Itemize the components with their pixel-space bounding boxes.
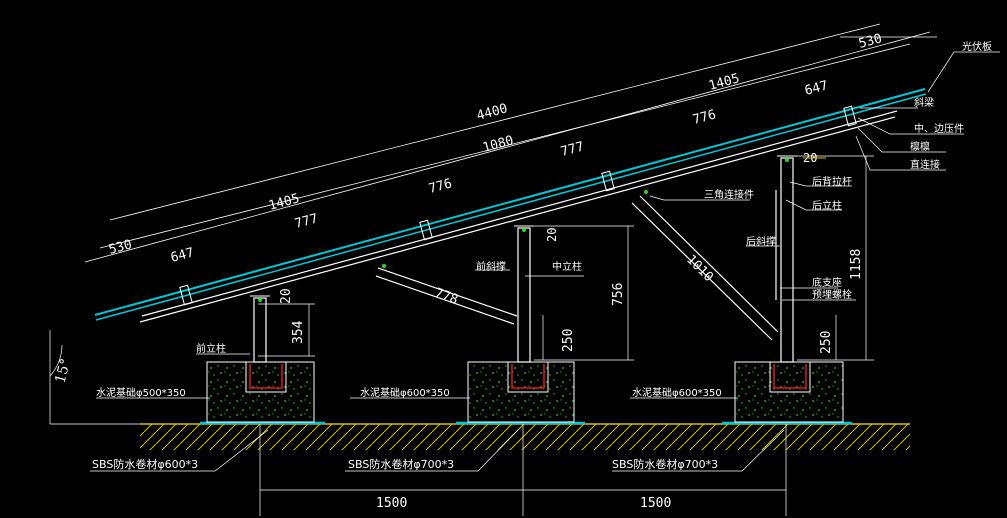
dim-top-530: 530	[857, 31, 884, 52]
label-rear-diag: 后斜撑	[746, 235, 776, 248]
dimension-lines	[49, 36, 937, 516]
dim-r1-776b: 776	[691, 107, 718, 128]
label-purlin2: 檩檩	[910, 140, 930, 153]
label-rear-post: 后立柱	[812, 199, 842, 212]
angle-label: 15°	[52, 357, 74, 385]
dim-250-back: 250	[819, 331, 834, 354]
dim-top-647: 647	[803, 78, 830, 99]
label-found-front: 水泥基础φ500*350	[96, 386, 186, 399]
dim-left-647: 647	[169, 245, 196, 266]
label-sbs-back: SBS防水卷材φ700*3	[612, 457, 718, 471]
label-sbs-front: SBS防水卷材φ600*3	[92, 457, 198, 471]
clamps	[179, 105, 857, 306]
dim-r1-1405: 1405	[267, 191, 301, 214]
label-base-support: 底支座	[812, 276, 842, 289]
label-front-post: 前立柱	[196, 342, 226, 355]
dim-total-4400: 4400	[475, 101, 509, 124]
dim-r1-1080: 1080	[481, 133, 515, 156]
dim-250-mid: 250	[561, 329, 576, 352]
label-tri-connector: 三角连接件	[704, 188, 754, 201]
panel-assembly	[84, 23, 931, 323]
dim-span-2: 1500	[640, 496, 671, 511]
rear-brace	[639, 195, 779, 333]
mid-post	[517, 227, 531, 363]
ground	[140, 421, 910, 450]
label-rear-brace: 后背拉杆	[812, 175, 852, 188]
rear-post	[780, 157, 794, 363]
connector-nodes	[258, 158, 789, 302]
dim-778: 778	[433, 286, 460, 308]
label-front-diag: 前斜撑	[476, 260, 506, 273]
pv-panel-line	[94, 88, 926, 316]
front-brace	[377, 267, 518, 317]
label-sbs-mid: SBS防水卷材φ700*3	[348, 457, 454, 471]
dim-20-mid: 20	[545, 228, 559, 242]
label-connector: 直连接	[910, 158, 940, 171]
label-mid-edge-clamp: 中、边压件	[914, 122, 964, 135]
label-mid-post: 中立柱	[552, 260, 582, 273]
label-anchor-bolt: 预埋螺栓	[812, 288, 852, 301]
dim-20-front: 20	[279, 288, 294, 304]
leaders	[90, 51, 1000, 472]
dim-756: 756	[611, 283, 626, 306]
frame-dimensions: 20 354 20 778 756 250 1010 20 1158 250 1…	[52, 151, 864, 511]
dim-1158: 1158	[849, 249, 864, 280]
panel-dimensions: 530 1405 647 4400 1080 776 777 776 1405 …	[107, 31, 884, 266]
dim-left-530: 530	[107, 237, 134, 258]
label-pv-panel: 光伏板	[962, 40, 992, 53]
dim-span-1: 1500	[376, 496, 407, 511]
label-found-back: 水泥基础φ600*350	[632, 386, 722, 399]
front-post	[253, 297, 267, 363]
label-found-mid: 水泥基础φ600*350	[360, 386, 450, 399]
dim-r2-777b: 777	[559, 139, 586, 160]
label-purlin: 斜梁	[914, 96, 934, 109]
braces	[375, 195, 779, 341]
dim-354: 354	[291, 320, 306, 344]
dim-r2-777a: 777	[293, 211, 320, 232]
embeds	[249, 364, 807, 389]
component-labels: 光伏板 斜梁 中、边压件 檩檩 直连接 后背拉杆 后立柱 三角连接件 后斜撑 前…	[92, 40, 992, 471]
dim-r1-776a: 776	[427, 176, 454, 197]
